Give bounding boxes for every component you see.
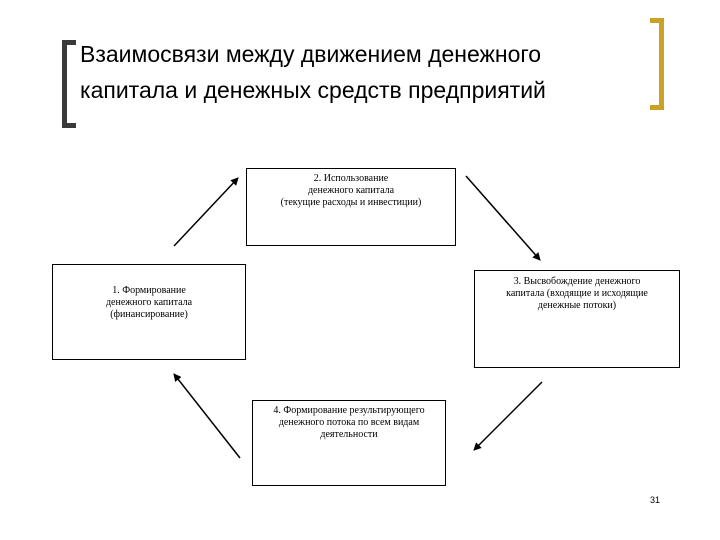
box-4-line-3: деятельности — [320, 429, 378, 440]
slide-title-line-2: капитала и денежных средств предприятий — [80, 77, 546, 103]
box-1-line-1: 1. Формирование — [112, 285, 186, 296]
arrow-1-to-2 — [173, 177, 239, 247]
box-3-line-1: 3. Высвобождение денежного — [513, 276, 641, 287]
arrow-2-to-3 — [465, 175, 541, 261]
box-2-line-2: денежного капитала — [307, 185, 395, 196]
box-capital-formation: 1. Формирование денежного капитала (фина… — [52, 264, 246, 360]
box-4-line-1: 4. Формирование результирующего — [273, 405, 425, 416]
box-resulting-cash-flow: 4. Формирование результирующего денежног… — [252, 400, 446, 486]
slide-title: Взаимосвязи между движением денежного ка… — [80, 36, 660, 108]
box-4-line-2: денежного потока по всем видам — [278, 417, 420, 428]
box-1-line-2: денежного капитала — [105, 297, 193, 308]
box-3-line-2: капитала (входящие и исходящие — [506, 288, 648, 299]
box-3-line-3: денежные потоки) — [537, 300, 617, 311]
box-capital-use: 2. Использование денежного капитала (тек… — [246, 168, 456, 246]
box-capital-release: 3. Высвобождение денежного капитала (вхо… — [474, 270, 680, 368]
title-bracket-right — [650, 18, 664, 110]
slide-title-line-1: Взаимосвязи между движением денежного — [80, 41, 542, 67]
box-1-line-3: (финансирование) — [110, 309, 188, 320]
box-2-line-1: 2. Использование — [313, 173, 389, 184]
arrow-3-to-4 — [473, 381, 543, 451]
arrow-4-to-1 — [173, 373, 241, 459]
title-bracket-left — [62, 40, 76, 128]
page-number: 31 — [650, 495, 661, 505]
box-2-line-3: (текущие расходы и инвестиции) — [280, 197, 422, 208]
